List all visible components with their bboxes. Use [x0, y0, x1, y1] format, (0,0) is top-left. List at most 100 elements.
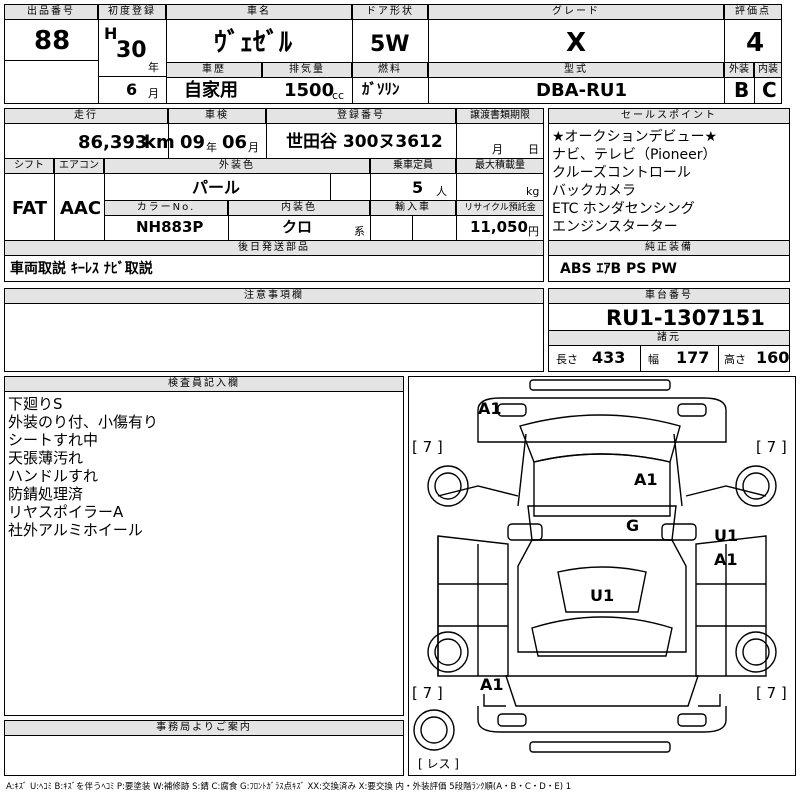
- displacement-unit: cc: [332, 89, 345, 102]
- reg-no: 世田谷 300ヌ3612: [286, 132, 443, 152]
- lot-label: 出品番号: [4, 4, 98, 20]
- inspector-item: 社外アルミホイール: [8, 521, 143, 539]
- car-name: ｳﾞｪｾﾞﾙ: [214, 28, 293, 58]
- ac: AAC: [60, 198, 102, 219]
- insp-month: 06: [222, 132, 248, 153]
- sales-item: クルーズコントロール: [552, 165, 691, 181]
- mark-roof: G: [626, 516, 640, 535]
- legend: A:ｷｽﾞ U:ﾍｺﾐ B:ｷｽﾞを伴うﾍｺﾐ P:要塗装 W:補修跡 S:錆 …: [6, 782, 572, 792]
- color-no: NH883P: [136, 218, 204, 236]
- inspector-item: ハンドルすれ: [8, 467, 99, 485]
- chassis-label: 車台番号: [548, 288, 790, 304]
- tire-rear-right: [ 7 ]: [756, 684, 787, 702]
- mark-hood: A1: [634, 470, 658, 489]
- tire-front-right: [ 7 ]: [756, 438, 787, 456]
- model: DBA-RU1: [536, 80, 628, 101]
- int-color-label: 内装色: [228, 200, 370, 216]
- era: H: [104, 24, 118, 43]
- model-label: 型式: [428, 62, 724, 78]
- sales-list: ★オークションデビュー★ ナビ、テレビ（Pioneer） クルーズコントロール …: [552, 128, 717, 236]
- history-label: 車歴: [166, 62, 262, 78]
- diagram-frame: [408, 376, 796, 776]
- score-label: 評価点: [724, 4, 782, 20]
- shift-label: シフト: [4, 158, 54, 174]
- width: 177: [676, 348, 710, 367]
- sales-item: ETC ホンダセンシング: [552, 201, 695, 217]
- import-label: 輸入車: [370, 200, 456, 216]
- office-label: 事務局よりご案内: [4, 720, 404, 736]
- height: 160: [756, 348, 790, 367]
- month-unit: 月: [148, 87, 159, 100]
- ext-color-label: 外装色: [104, 158, 370, 174]
- exterior-grade: B: [734, 78, 750, 102]
- score: 4: [746, 28, 765, 58]
- interior-label: 内装: [754, 62, 782, 78]
- car-name-label: 車名: [166, 4, 352, 20]
- int-color-unit: 系: [354, 225, 365, 238]
- inspector-item: シートすれ中: [8, 431, 99, 449]
- recycle: 11,050: [470, 218, 528, 236]
- inspection-label: 車検: [168, 108, 266, 124]
- capacity-unit: 人: [436, 185, 447, 198]
- insp-month-unit: 月: [248, 141, 259, 154]
- later-label: 後日発送部品: [4, 240, 544, 256]
- mark-rear-bumper: A1: [480, 675, 504, 694]
- first-reg-label: 初度登録: [98, 4, 166, 20]
- tire-front-left: [ 7 ]: [412, 438, 443, 456]
- specs-label: 諸元: [548, 330, 790, 346]
- mark-tailgate: U1: [590, 586, 615, 605]
- mark-right-side-u: U1: [714, 526, 739, 545]
- grade-label: グレード: [428, 4, 724, 20]
- equipment-label: 純正装備: [548, 240, 790, 256]
- sales-item: バックカメラ: [552, 183, 636, 199]
- sales-item: ★オークションデビュー★: [552, 129, 718, 145]
- inspector-label: 検査員記入欄: [4, 376, 404, 392]
- sales-item: ナビ、テレビ（Pioneer）: [552, 147, 717, 163]
- inspector-item: 防錆処理済: [8, 485, 84, 503]
- mark-front-bumper: A1: [478, 399, 502, 418]
- inspector-item: 天張薄汚れ: [8, 449, 84, 467]
- history: 自家用: [184, 80, 238, 101]
- reg-no-label: 登録番号: [266, 108, 456, 124]
- interior-grade: C: [762, 78, 777, 102]
- transfer-label: 譲渡書類期限: [456, 108, 544, 124]
- insp-year: 09: [180, 132, 206, 153]
- wid-label: 幅: [648, 353, 659, 366]
- fuel-label: 燃料: [352, 62, 428, 78]
- displacement-label: 排気量: [262, 62, 352, 78]
- mileage: 86,393: [78, 132, 148, 153]
- caution-label: 注意事項欄: [4, 288, 544, 304]
- hei-label: 高さ: [724, 353, 746, 366]
- inspector-item: リヤスポイラーA: [8, 503, 124, 521]
- transfer-day: 日: [528, 143, 539, 156]
- car-diagram: [413, 379, 777, 753]
- mileage-unit: km: [144, 132, 175, 153]
- spare-tire: [ レス ]: [418, 757, 459, 771]
- inspector-list: 下廻りS 外装のり付、小傷有り シートすれ中 天張薄汚れ ハンドルすれ 防錆処理…: [8, 395, 158, 539]
- displacement: 1500: [284, 80, 335, 101]
- tire-rear-left: [ 7 ]: [412, 684, 443, 702]
- transfer-month: 月: [492, 143, 503, 156]
- grade: X: [566, 28, 587, 58]
- reg-month: 6: [126, 80, 138, 99]
- recycle-unit: 円: [528, 225, 539, 238]
- shift: FAT: [12, 198, 48, 219]
- color-no-label: カラーNo.: [104, 200, 228, 216]
- capacity-label: 乗車定員: [370, 158, 456, 174]
- recycle-label: リサイクル預託金: [456, 200, 544, 216]
- ext-color: パール: [192, 178, 241, 197]
- length: 433: [592, 348, 626, 367]
- inspector-item: 外装のり付、小傷有り: [8, 413, 159, 431]
- door-type: 5W: [370, 32, 410, 57]
- later-parts: 車両取説 ｷｰﾚｽ ﾅﾋﾞ取説: [10, 261, 153, 277]
- insp-year-unit: 年: [206, 141, 217, 154]
- mileage-label: 走行: [4, 108, 168, 124]
- capacity: 5: [412, 178, 424, 197]
- len-label: 長さ: [556, 353, 578, 366]
- equipment: ABS ｴｱB PS PW: [560, 261, 677, 277]
- fuel: ｶﾞｿﾘﾝ: [362, 80, 400, 98]
- load-unit: kg: [526, 185, 540, 198]
- sales-item: エンジンスターター: [552, 219, 678, 235]
- year-unit: 年: [148, 61, 159, 74]
- ac-label: エアコン: [54, 158, 104, 174]
